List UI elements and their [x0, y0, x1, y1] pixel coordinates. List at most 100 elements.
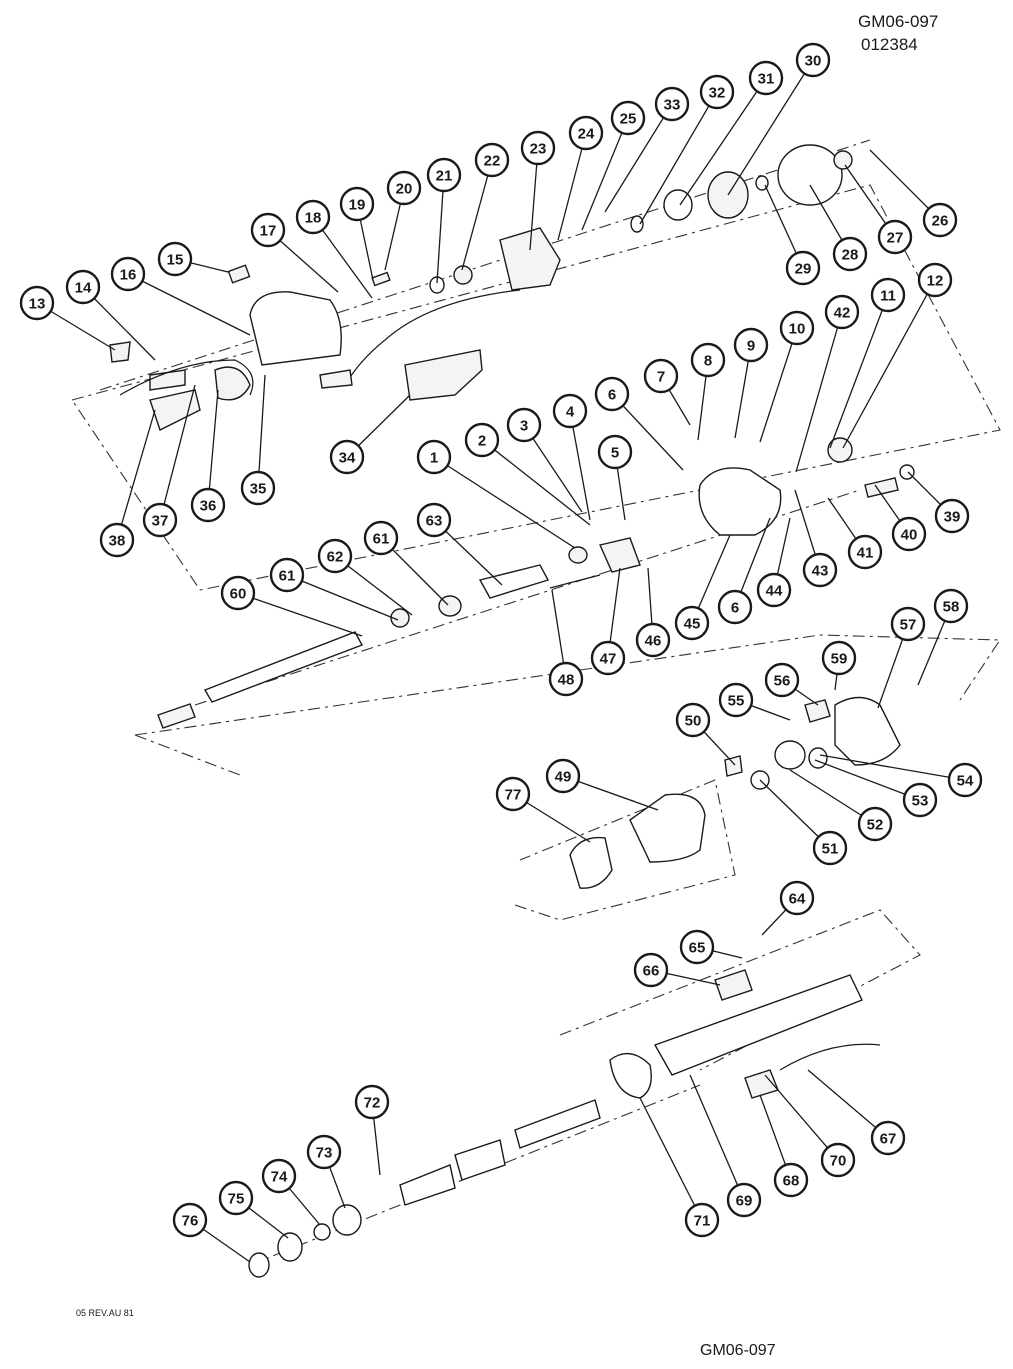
callout-circle [269, 557, 305, 593]
callout-60: 60 [220, 575, 256, 611]
callout-label: 55 [728, 693, 745, 710]
callout-circle [870, 277, 906, 313]
callout-circle [354, 1084, 390, 1120]
callout-circle [363, 520, 399, 556]
callout-48: 48 [548, 661, 584, 697]
leader-line-33 [604, 103, 673, 213]
ring-part-74 [313, 1223, 331, 1241]
switch-assembly-part [499, 227, 561, 291]
callout-circle [110, 256, 146, 292]
callout-label: 75 [228, 1191, 245, 1208]
callout-47: 47 [590, 640, 626, 676]
callout-5: 5 [597, 434, 633, 470]
callout-67: 67 [870, 1120, 906, 1156]
callout-label: 23 [530, 141, 547, 158]
callout-label: 4 [566, 404, 575, 421]
shaft-part-60 [203, 631, 363, 703]
callout-31: 31 [748, 60, 784, 96]
wedge-part-38 [149, 389, 201, 431]
spring-part-40 [864, 477, 899, 498]
callout-32: 32 [699, 74, 735, 110]
tube-part-c [399, 1164, 456, 1206]
cylinder-part-77 [569, 836, 613, 889]
callout-57: 57 [890, 606, 926, 642]
callout-16: 16 [110, 256, 146, 292]
clip-part-76 [248, 1252, 270, 1278]
diagram-number: 012384 [861, 35, 918, 54]
bearing-part-73 [332, 1204, 362, 1236]
callout-circle [552, 393, 588, 429]
callout-label: 34 [339, 450, 356, 467]
callout-circle [821, 640, 857, 676]
callout-circle [19, 285, 55, 321]
callout-circle [464, 422, 500, 458]
callout-label: 20 [396, 181, 413, 198]
wire-part-67 [779, 1043, 881, 1071]
cover-part-49 [629, 793, 706, 863]
callout-circle [674, 605, 710, 641]
callout-circle [65, 269, 101, 305]
shaft-end-part [157, 703, 196, 729]
middle-plane-edge [134, 734, 241, 776]
callout-label: 52 [867, 817, 884, 834]
callout-label: 3 [520, 418, 528, 435]
callout-66: 66 [633, 952, 669, 988]
callout-label: 42 [834, 305, 851, 322]
callout-22: 22 [474, 142, 510, 178]
callout-28: 28 [832, 236, 868, 272]
callout-circle [597, 434, 633, 470]
callout-4: 4 [552, 393, 588, 429]
nut-part-27 [833, 150, 853, 170]
callout-label: 30 [805, 53, 822, 70]
callout-circle [679, 929, 715, 965]
leader-line-67 [807, 1069, 889, 1139]
callout-56: 56 [764, 662, 800, 698]
cover-plate-part [404, 349, 483, 401]
callout-circle [520, 130, 556, 166]
callout-circle [824, 294, 860, 330]
callout-circle [795, 42, 831, 78]
callout-58: 58 [933, 588, 969, 624]
callout-circle [764, 662, 800, 698]
callout-circle [917, 262, 953, 298]
callout-circle [590, 640, 626, 676]
callout-77: 77 [495, 776, 531, 812]
callout-label: 63 [426, 513, 443, 530]
shroud-part [249, 291, 342, 366]
callout-label: 47 [600, 651, 617, 668]
callout-label: 36 [200, 498, 217, 515]
callout-label: 9 [747, 338, 755, 355]
callout-circle [802, 552, 838, 588]
callout-circle [635, 622, 671, 658]
leader-line-4 [569, 410, 591, 521]
callout-markers: 3031323325242322212019181715161413262728… [19, 42, 983, 1238]
callout-25: 25 [610, 100, 646, 136]
callout-circle [317, 538, 353, 574]
callout-label: 8 [704, 353, 712, 370]
callout-circle [416, 502, 452, 538]
leader-line-25 [581, 117, 629, 231]
lever-part-56 [804, 699, 831, 723]
callout-label: 38 [109, 533, 126, 550]
diagram-code: GM06-097 [858, 12, 939, 31]
callout-circle [779, 310, 815, 346]
callout-circle [250, 212, 286, 248]
callout-54: 54 [947, 762, 983, 798]
leader-line-35 [257, 374, 266, 489]
callout-45: 45 [674, 605, 710, 641]
callout-label: 33 [664, 97, 681, 114]
leader-line-69 [689, 1074, 745, 1201]
callout-69: 69 [726, 1182, 762, 1218]
callout-circle [643, 358, 679, 394]
callout-label: 6 [731, 600, 739, 617]
callout-circle [857, 806, 893, 842]
callout-11: 11 [870, 277, 906, 313]
callout-68: 68 [773, 1162, 809, 1198]
sector-part-47 [599, 537, 641, 573]
callout-label: 17 [260, 223, 277, 240]
callout-label: 70 [830, 1153, 847, 1170]
callout-10: 10 [779, 310, 815, 346]
callout-circle [947, 762, 983, 798]
callout-63: 63 [416, 502, 452, 538]
housing-part-45 [698, 467, 782, 536]
